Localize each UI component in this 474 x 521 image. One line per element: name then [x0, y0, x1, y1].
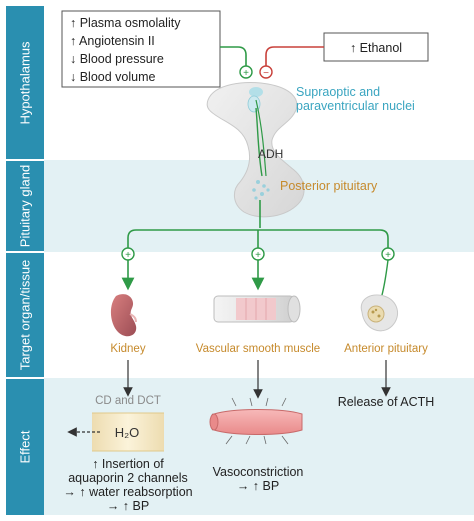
target-vascular-label: Vascular smooth muscle	[196, 343, 320, 355]
vaso-effect-line1: Vasoconstriction	[213, 465, 304, 479]
stimulation-line	[220, 46, 247, 66]
side-label-target: Target organ/tissue	[6, 253, 44, 377]
inhibition-line	[265, 46, 324, 66]
cd-dct-label: CD and DCT	[95, 395, 161, 407]
plus-sign-kidney: +	[121, 247, 135, 261]
stimulus-blood-pressure: ↓ Blood pressure	[70, 52, 164, 66]
svg-text:+: +	[385, 250, 391, 261]
stimulus-blood-volume: ↓ Blood volume	[70, 70, 156, 84]
side-label-effect: Effect	[6, 379, 44, 515]
plus-sign-anterior: +	[381, 247, 395, 261]
svg-text:−: −	[263, 68, 269, 79]
side-label-pituitary: Pituitary gland	[6, 161, 44, 251]
nuclei-label-line2: paraventricular nuclei	[296, 99, 415, 113]
minus-sign-hypothalamus: −	[259, 65, 273, 79]
acth-effect-label: Release of ACTH	[338, 395, 435, 409]
hypothalamus-illustration	[206, 82, 305, 218]
side-label-hypothalamus: Hypothalamus	[6, 6, 44, 159]
stimulus-angiotensin: ↑ Angiotensin II	[70, 34, 155, 48]
plus-sign-vascular: +	[251, 247, 265, 261]
svg-text:+: +	[255, 250, 261, 261]
target-kidney-label: Kidney	[110, 343, 145, 355]
kidney-icon	[110, 294, 137, 337]
vaso-effect-line2: → ↑ BP	[237, 479, 279, 493]
kidney-effect-line2: aquaporin 2 channels	[68, 471, 188, 485]
svg-text:+: +	[243, 68, 249, 79]
nuclei-label-line1: Supraoptic and	[296, 85, 380, 99]
svg-text:+: +	[125, 250, 131, 261]
smooth-muscle-icon	[213, 295, 301, 323]
ethanol-label: ↑ Ethanol	[350, 41, 402, 55]
target-anterior-label: Anterior pituitary	[344, 343, 428, 355]
posterior-pituitary-label: Posterior pituitary	[280, 179, 378, 193]
vasoconstriction-icon	[209, 397, 303, 445]
kidney-effect-line4: → ↑ BP	[107, 499, 149, 513]
kidney-effect-line3: → ↑ water reabsorption	[63, 485, 192, 499]
stimuli-box: ↑ Plasma osmolality ↑ Angiotensin II ↓ B…	[61, 10, 221, 88]
h2o-label: H₂O	[115, 425, 140, 440]
ethanol-box: ↑ Ethanol	[323, 32, 429, 62]
plus-sign-hypothalamus: +	[239, 65, 253, 79]
kidney-effect-line1: ↑ Insertion of	[92, 457, 164, 471]
adh-label: ADH	[258, 147, 283, 161]
collecting-duct-icon	[92, 412, 164, 452]
anterior-pituitary-icon	[360, 294, 399, 332]
stimulus-osmolality: ↑ Plasma osmolality	[70, 16, 181, 30]
